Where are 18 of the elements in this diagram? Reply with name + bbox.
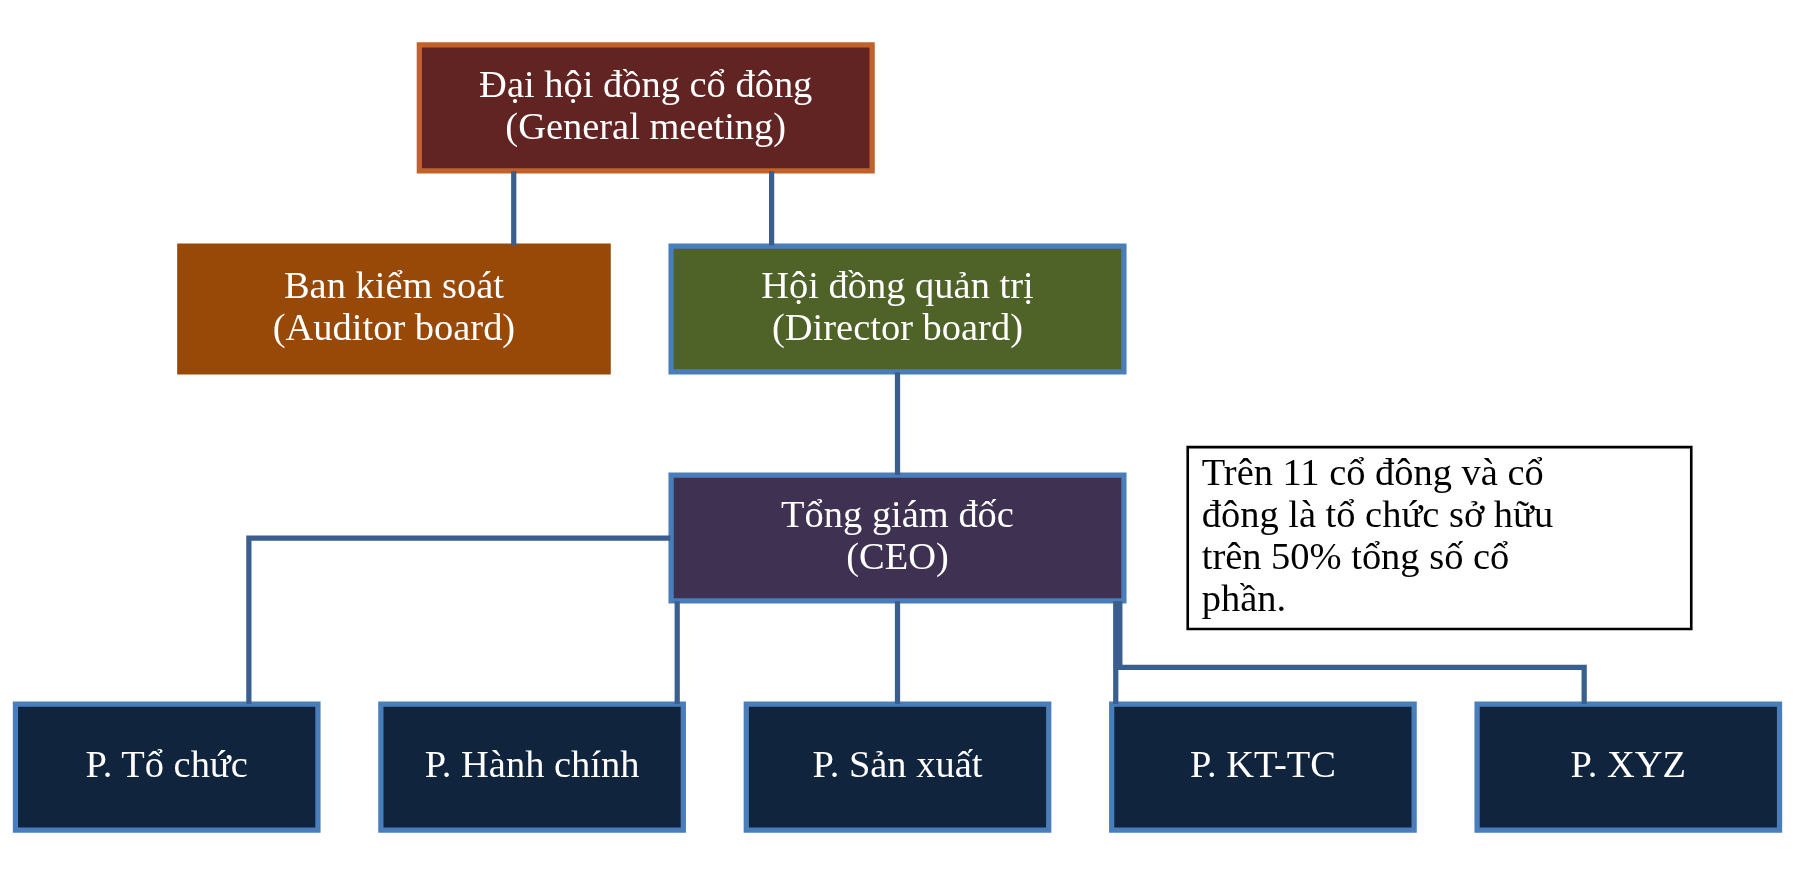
node-box: Đại hội đồng cổ đông (General meeting) — [416, 41, 875, 173]
node-box: Trên 11 cổ đông và cổ đông là tổ chức sở hữu trên 50% tổng số cổ phần. — [1186, 445, 1693, 630]
connector — [246, 534, 671, 704]
connector — [511, 170, 517, 245]
node-box: Hội đồng quản trị (Director board) — [668, 242, 1127, 375]
node-box: P. Tổ chức — [12, 701, 321, 833]
node-box: P. XYZ — [1474, 701, 1783, 833]
node-box: P. Hành chính — [378, 701, 686, 833]
connector — [894, 371, 901, 475]
node-box: Tổng giám đốc (CEO) — [668, 471, 1127, 604]
connector — [1117, 600, 1587, 704]
connector — [1113, 600, 1119, 704]
node-box: P. Sản xuất — [743, 701, 1052, 833]
connector — [769, 170, 775, 245]
node-box: Ban kiểm soát (Auditor board) — [177, 242, 611, 375]
connector — [674, 600, 680, 704]
node-box: P. KT-TC — [1109, 701, 1417, 833]
connector — [894, 600, 901, 704]
